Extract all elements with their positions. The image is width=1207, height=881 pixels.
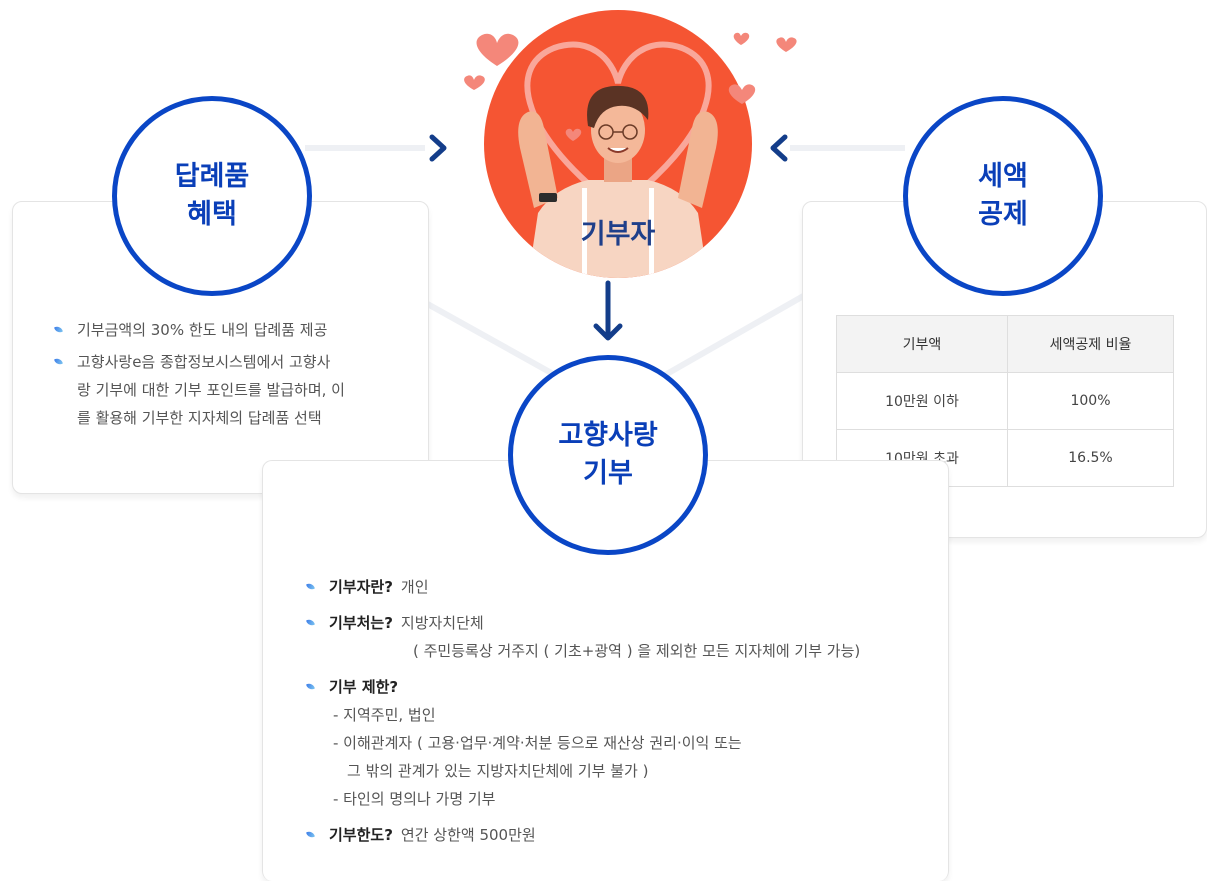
arrow-right-icon <box>429 134 447 162</box>
left-hand <box>518 111 558 208</box>
shirt-shape <box>528 180 708 278</box>
donation-title-line1: 고향사랑 <box>558 420 658 451</box>
list-item: 기부 제한?- 지역주민, 법인- 이해관계자 ( 고용·업무·계약·처분 등으… <box>305 673 945 813</box>
hair <box>587 85 649 128</box>
gift-benefit-list: 기부금액의 30% 한도 내의 답례품 제공 고향사랑e음 종합정보시스템에서 … <box>53 316 413 432</box>
check-icon <box>306 830 315 839</box>
face <box>591 97 645 163</box>
table-header: 세액공제 비율 <box>1007 315 1174 373</box>
table-cell: 10만원 이하 <box>836 372 1008 430</box>
tax-title-line2: 공제 <box>978 199 1028 230</box>
heart-outline-icon <box>524 41 712 212</box>
check-icon <box>306 618 315 627</box>
table-row: 10만원 이하 100% <box>836 372 1174 430</box>
arrow-left-icon <box>770 134 788 162</box>
gift-title-line2: 혜택 <box>187 199 237 230</box>
right-suspender <box>649 188 654 278</box>
watch <box>539 193 557 202</box>
table-cell: 100% <box>1007 372 1174 430</box>
gift-benefit-circle: 답례품 혜택 <box>112 96 312 296</box>
list-item: 기부금액의 30% 한도 내의 답례품 제공 <box>53 316 413 344</box>
donation-info-list: 기부자란?개인 기부처는?지방자치단체( 주민등록상 거주지 ( 기초+광역 )… <box>305 573 945 857</box>
right-hand <box>678 111 718 208</box>
donation-title-line2: 기부 <box>583 458 633 489</box>
smile <box>607 147 629 153</box>
table-header: 기부액 <box>836 315 1008 373</box>
list-item: 기부자란?개인 <box>305 573 945 601</box>
check-icon <box>306 682 315 691</box>
left-suspender <box>582 188 587 278</box>
gift-title-line1: 답례품 <box>174 161 250 192</box>
donor-illustration: 기부자 <box>484 8 752 280</box>
list-item: 기부처는?지방자치단체( 주민등록상 거주지 ( 기초+광역 ) 을 제외한 모… <box>305 609 945 665</box>
tax-credit-circle: 세액 공제 <box>903 96 1103 296</box>
check-icon <box>54 325 63 334</box>
check-icon <box>306 582 315 591</box>
arrow-down-icon <box>593 323 623 341</box>
check-icon <box>54 357 63 366</box>
hometown-donation-circle: 고향사랑 기부 <box>508 355 708 555</box>
donor-label: 기부자 <box>580 219 656 250</box>
table-cell: 16.5% <box>1007 429 1174 487</box>
list-item: 기부한도?연간 상한액 500만원 <box>305 821 945 849</box>
tax-title-line1: 세액 <box>978 161 1028 192</box>
tax-credit-table: 기부액 세액공제 비율 10만원 이하 100% 10만원 초과 16.5% <box>836 315 1174 487</box>
table-header-row: 기부액 세액공제 비율 <box>836 315 1174 373</box>
